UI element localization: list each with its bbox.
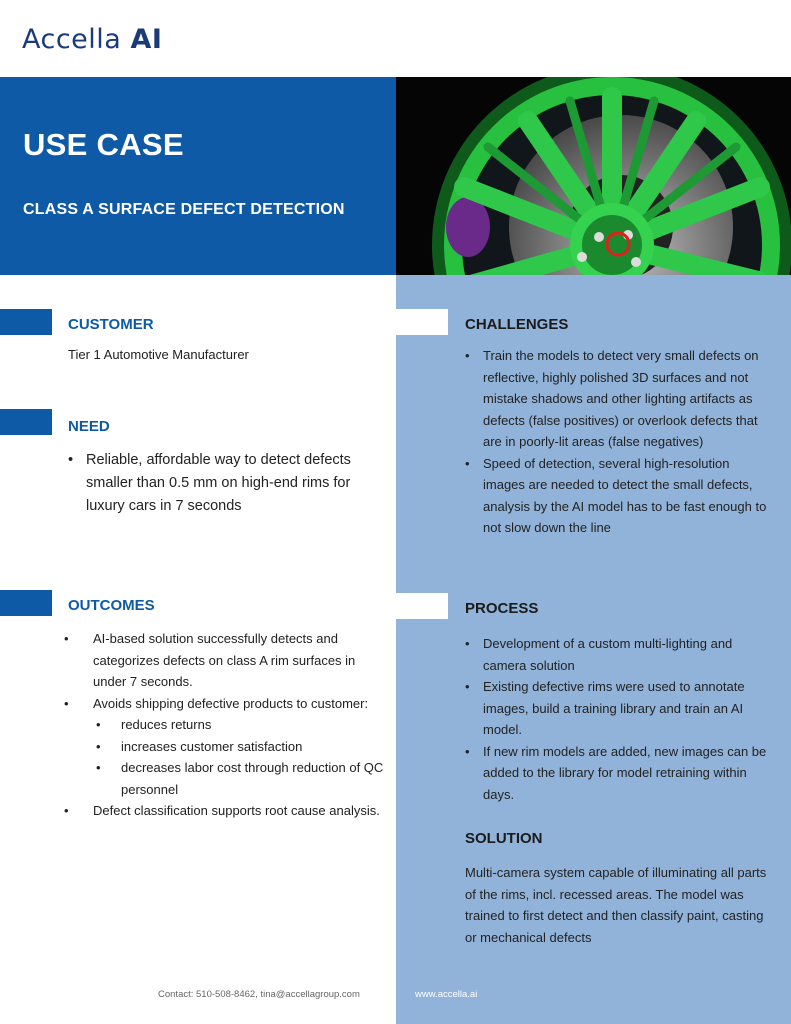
solution-text: Multi-camera system capable of illuminat… bbox=[465, 865, 767, 945]
list-item: decreases labor cost through reduction o… bbox=[64, 757, 386, 800]
need-heading: NEED bbox=[68, 418, 110, 435]
list-item: Speed of detection, several high-resolut… bbox=[465, 453, 770, 539]
footer-contact: Contact: 510-508-8462, tina@accellagroup… bbox=[158, 989, 360, 1000]
challenges-list: Train the models to detect very small de… bbox=[465, 345, 770, 539]
list-item: Development of a custom multi-lighting a… bbox=[465, 633, 770, 676]
process-heading: PROCESS bbox=[465, 600, 539, 617]
list-item: Train the models to detect very small de… bbox=[465, 345, 770, 453]
list-item: Defect classification supports root caus… bbox=[64, 800, 386, 822]
outcomes-marker bbox=[0, 590, 52, 616]
challenges-marker bbox=[396, 309, 448, 335]
page-title: USE CASE bbox=[23, 127, 184, 162]
need-marker bbox=[0, 409, 52, 435]
process-list: Development of a custom multi-lighting a… bbox=[465, 633, 770, 805]
challenges-heading: CHALLENGES bbox=[465, 316, 569, 333]
company-logo: Accella AI bbox=[22, 23, 163, 55]
list-item: If new rim models are added, new images … bbox=[465, 741, 770, 806]
customer-heading: CUSTOMER bbox=[68, 316, 154, 333]
hero-banner: USE CASE CLASS A SURFACE DEFECT DETECTIO… bbox=[0, 77, 396, 275]
rim-image bbox=[396, 77, 791, 275]
rim-photo bbox=[396, 77, 791, 275]
page-subtitle: CLASS A SURFACE DEFECT DETECTION bbox=[23, 201, 345, 218]
process-marker bbox=[396, 593, 448, 619]
list-item: increases customer satisfaction bbox=[64, 736, 386, 758]
defect-marker-icon bbox=[605, 231, 631, 257]
outcomes-list: AI-based solution successfully detects a… bbox=[64, 628, 386, 822]
list-item: Existing defective rims were used to ann… bbox=[465, 676, 770, 741]
list-item: reduces returns bbox=[64, 714, 386, 736]
customer-marker bbox=[0, 309, 52, 335]
customer-text: Tier 1 Automotive Manufacturer bbox=[68, 347, 249, 362]
footer-website[interactable]: www.accella.ai bbox=[415, 989, 478, 1000]
list-item: AI-based solution successfully detects a… bbox=[64, 628, 386, 693]
outcomes-heading: OUTCOMES bbox=[68, 597, 155, 614]
list-item: Reliable, affordable way to detect defec… bbox=[68, 449, 368, 518]
list-item: Avoids shipping defective products to cu… bbox=[64, 693, 386, 715]
logo-text: Accella AI bbox=[22, 23, 163, 55]
solution-heading: SOLUTION bbox=[465, 830, 543, 847]
need-list: Reliable, affordable way to detect defec… bbox=[68, 449, 368, 518]
